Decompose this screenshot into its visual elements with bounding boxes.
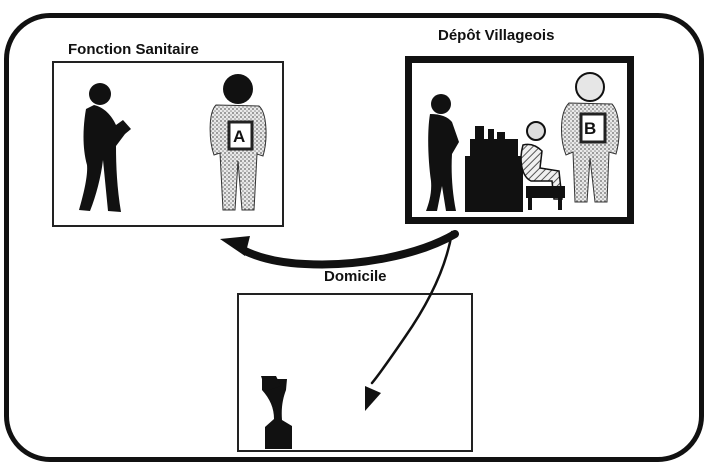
arrow-to-health-head (220, 236, 250, 256)
depot-label: Dépôt Villageois (438, 27, 555, 44)
health-worker-icon (209, 74, 267, 211)
arrow-to-home-head (365, 386, 381, 411)
badge-a-label: A (233, 127, 245, 146)
depot-client-icon (426, 94, 459, 211)
depot-desk (465, 126, 523, 212)
mortar-pestle-icon (261, 376, 292, 449)
outer-frame (4, 13, 704, 462)
depot-seller-icon (520, 121, 565, 210)
arrow-to-home (370, 230, 454, 385)
health-label: Fonction Sanitaire (68, 41, 199, 58)
badge-b-label: B (584, 119, 596, 138)
home-label: Domicile (324, 268, 387, 285)
depot-worker-icon (561, 72, 620, 203)
arrow-to-health (241, 230, 459, 269)
health-patient-icon (79, 83, 131, 212)
